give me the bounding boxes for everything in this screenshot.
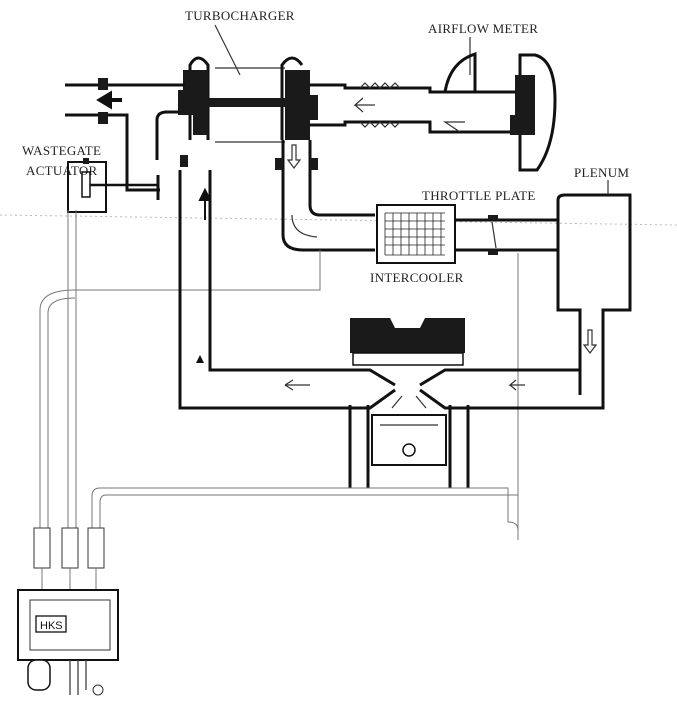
exhaust-manifold-arrow-icon xyxy=(284,379,310,391)
boost-arrow-icon xyxy=(286,144,302,169)
boost-curve-arrow-icon xyxy=(291,214,318,238)
boost-pipe xyxy=(75,140,375,291)
turbine-feed-arrow-icon xyxy=(198,187,212,220)
plenum xyxy=(556,180,632,395)
throttle-plate xyxy=(491,221,497,249)
hks-logo-text: HKS xyxy=(40,620,63,632)
hks-controller: HKS xyxy=(17,589,119,696)
turbo-shaft xyxy=(205,98,287,107)
intake-arrow-icon xyxy=(353,97,375,113)
label-intercooler: INTERCOOLER xyxy=(370,270,464,285)
exhaust-up-arrow-icon xyxy=(196,355,204,363)
label-turbocharger: TURBOCHARGER xyxy=(185,8,295,23)
leader-turbocharger xyxy=(214,24,241,76)
wastegate-actuator xyxy=(67,158,160,213)
engine xyxy=(348,318,470,488)
intercooler xyxy=(376,204,456,264)
airflow-meter xyxy=(443,51,557,172)
manifolds xyxy=(178,170,605,410)
cylinder-head xyxy=(350,318,465,353)
label-actuator: ACTUATOR xyxy=(26,163,98,178)
hks-logo xyxy=(35,615,67,633)
compressor-wheel xyxy=(285,70,318,140)
throttle-body xyxy=(455,215,558,530)
intake-runner-arrow-icon xyxy=(508,379,525,391)
label-wastegate: WASTEGATE xyxy=(22,143,101,158)
piston xyxy=(371,414,447,466)
plenum-arrow-icon xyxy=(582,329,598,354)
intake-pipe xyxy=(310,82,518,134)
exhaust-outlet xyxy=(65,78,188,192)
label-throttle-plate: THROTTLE PLATE xyxy=(422,188,536,203)
exhaust-arrow-icon xyxy=(96,90,122,110)
turbine-wheel xyxy=(178,70,208,135)
vacuum-hoses xyxy=(33,210,519,590)
label-airflow-meter: AIRFLOW METER xyxy=(428,21,538,36)
label-plenum: PLENUM xyxy=(574,165,629,180)
turbocharger xyxy=(178,56,318,143)
